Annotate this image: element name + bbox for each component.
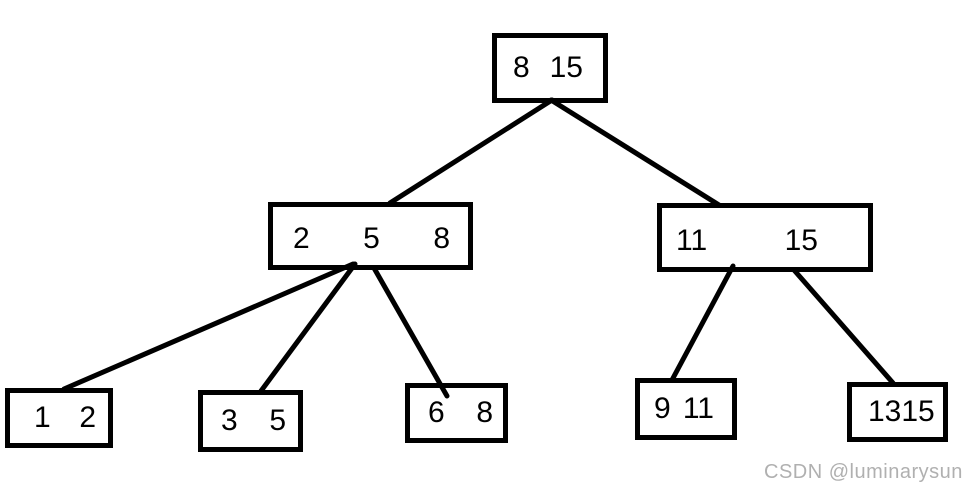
node-key: 15	[549, 51, 583, 84]
node-key: 1	[34, 401, 51, 434]
tree-node-leaf-3: 6 8	[405, 383, 508, 443]
edge-internal-left-to-leaf-3	[371, 265, 450, 399]
node-key: 15	[784, 223, 818, 257]
node-key: 13	[868, 395, 902, 428]
node-key: 3	[221, 404, 238, 437]
tree-node-leaf-5: 13 15	[847, 382, 948, 442]
tree-node-leaf-4: 9 11	[635, 378, 737, 440]
node-key: 8	[433, 222, 450, 255]
csdn-watermark: CSDN @luminarysun	[764, 461, 963, 483]
node-key: 8	[513, 51, 530, 84]
edge-root-to-internal-left	[387, 97, 555, 206]
tree-node-root: 8 15	[492, 33, 608, 103]
edge-internal-right-to-leaf-4	[669, 263, 736, 383]
edge-root-to-internal-right	[548, 97, 722, 208]
node-key: 5	[363, 222, 380, 255]
node-key: 8	[476, 396, 493, 429]
tree-node-leaf-1: 1 2	[5, 388, 113, 448]
tree-node-internal-left: 2 5 8	[268, 202, 473, 270]
node-key: 11	[682, 392, 714, 425]
node-key: 2	[79, 401, 96, 434]
edge-internal-left-to-leaf-2	[258, 261, 358, 394]
node-key: 2	[293, 222, 310, 255]
tree-node-leaf-2: 3 5	[198, 390, 303, 452]
node-key: 9	[654, 392, 671, 425]
tree-node-internal-right: 11 15	[657, 203, 873, 272]
node-key: 15	[901, 395, 935, 428]
node-key: 5	[269, 404, 286, 437]
node-key: 6	[428, 396, 445, 429]
edge-internal-left-to-leaf-1	[61, 261, 356, 392]
edge-internal-right-to-leaf-5	[791, 267, 896, 386]
node-key: 11	[676, 223, 708, 257]
